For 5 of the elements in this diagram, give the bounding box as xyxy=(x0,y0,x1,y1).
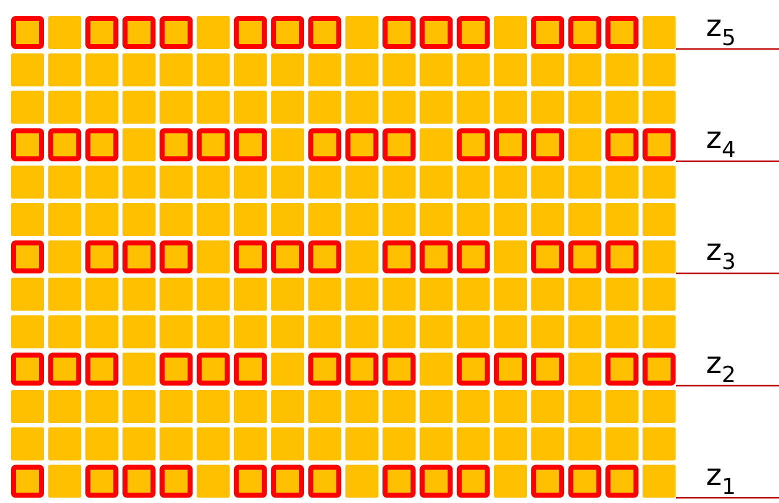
row-label: z$_{5}$ xyxy=(706,10,736,53)
row-label: z$_{1}$ xyxy=(706,458,736,502)
row-label: z$_{2}$ xyxy=(706,346,736,390)
row-label: z$_{4}$ xyxy=(706,122,736,166)
row-label: z$_{3}$ xyxy=(706,234,736,278)
